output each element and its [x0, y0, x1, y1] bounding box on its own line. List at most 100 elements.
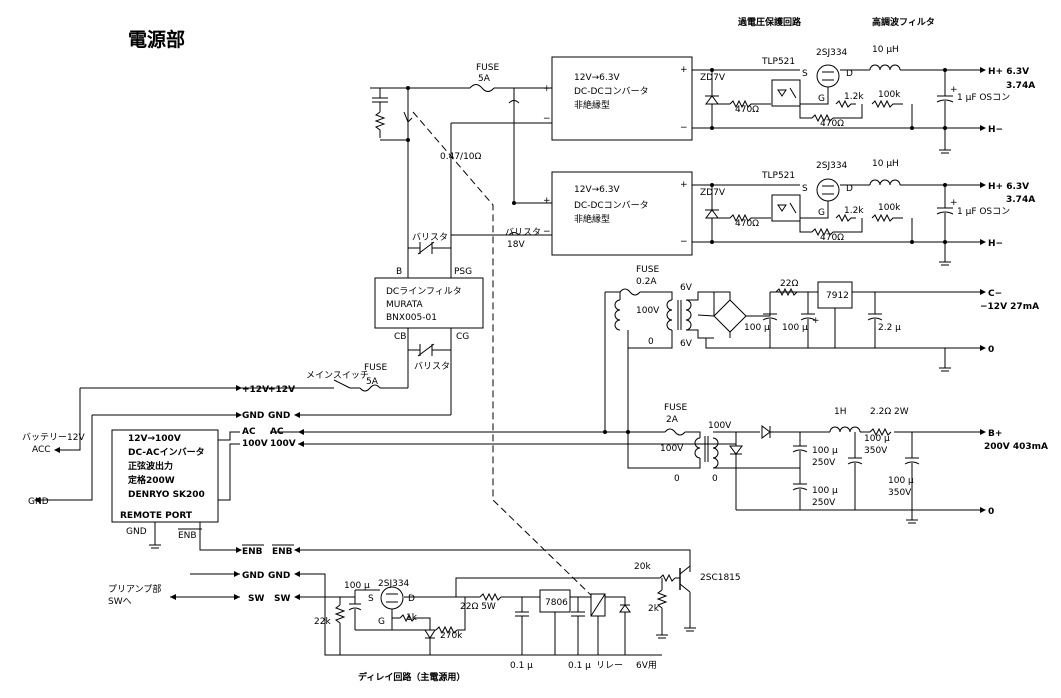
svg-text:B: B [396, 267, 402, 277]
svg-text:6V用: 6V用 [636, 660, 657, 671]
svg-text:100V: 100V [270, 439, 296, 449]
svg-text:ENB: ENB [178, 531, 197, 541]
svg-text:ZD7V: ZD7V [700, 188, 726, 198]
svg-text:2.2 μ: 2.2 μ [878, 323, 901, 333]
svg-text:270k: 270k [440, 631, 463, 641]
svg-text:22Ω 5W: 22Ω 5W [460, 602, 496, 612]
svg-text:GND: GND [126, 527, 147, 537]
svg-text:0: 0 [988, 345, 994, 355]
svg-text:100V: 100V [636, 306, 660, 316]
svg-text:非絶縁型: 非絶縁型 [574, 213, 610, 225]
svg-text:+12V: +12V [242, 385, 269, 395]
svg-text:100 μ: 100 μ [864, 434, 890, 444]
svg-text:ENB: ENB [272, 547, 293, 557]
svg-text:定格200W: 定格200W [127, 474, 175, 486]
varistor-label-18v: 18V [507, 240, 525, 250]
svg-text:100V: 100V [708, 421, 732, 431]
svg-text:20k: 20k [634, 562, 651, 572]
delay-section-label: ディレイ回路（主電源用） [358, 671, 465, 683]
output-stage-top: ZD7V 470Ω TLP521 2SJ334 S D G 1.2k 100k … [692, 45, 1035, 154]
svg-text:FUSE: FUSE [664, 403, 687, 413]
svg-text:H−: H− [988, 239, 1003, 249]
svg-text:1 μF OSコン: 1 μF OSコン [957, 93, 1010, 103]
svg-text:DCラインフィルタ: DCラインフィルタ [386, 286, 462, 297]
svg-text:100V: 100V [242, 439, 268, 449]
svg-text:0: 0 [674, 474, 680, 484]
svg-text:10 μH: 10 μH [872, 45, 899, 55]
svg-text:S: S [802, 184, 808, 194]
svg-text:FUSE: FUSE [636, 265, 659, 275]
svg-text:メインスイッチ: メインスイッチ [306, 370, 369, 381]
hf-filter-section-label: 高調波フィルタ [872, 16, 935, 28]
input-cr-network [372, 86, 413, 142]
svg-text:12V→6.3V: 12V→6.3V [574, 185, 620, 195]
svg-text:H+ 6.3V: H+ 6.3V [988, 67, 1029, 77]
svg-text:1H: 1H [834, 407, 847, 417]
delay-circuit: 22k 100 μ 2SJ334 S D G 1k 270k 22Ω 5W [314, 550, 741, 671]
svg-text:7912: 7912 [826, 291, 849, 301]
svg-text:正弦波出力: 正弦波出力 [128, 460, 173, 472]
svg-text:0.1 μ: 0.1 μ [510, 661, 533, 671]
svg-text:470Ω: 470Ω [735, 219, 759, 229]
svg-text:DC-DCコンバータ: DC-DCコンバータ [574, 200, 649, 211]
svg-text:3.74A: 3.74A [1006, 195, 1035, 205]
svg-text:H−: H− [988, 125, 1003, 135]
svg-text:100 μ: 100 μ [812, 446, 838, 456]
svg-text:100V: 100V [660, 444, 684, 454]
svg-text:12V→6.3V: 12V→6.3V [574, 73, 620, 83]
svg-text:非絶縁型: 非絶縁型 [574, 99, 610, 111]
svg-text:DC-DCコンバータ: DC-DCコンバータ [574, 86, 649, 97]
minus12v-supply: FUSE 0.2A 100V 0 6V 6V 22Ω 100 μ 100 μ [604, 265, 1039, 432]
svg-text:350V: 350V [864, 446, 888, 456]
svg-text:0.1 μ: 0.1 μ [568, 661, 591, 671]
fuse-label-1: FUSE [476, 63, 499, 73]
svg-text:SW: SW [274, 594, 290, 604]
svg-text:C−: C− [988, 289, 1002, 299]
svg-text:470Ω: 470Ω [735, 105, 759, 115]
svg-text:250V: 250V [812, 498, 836, 508]
svg-text:0: 0 [648, 337, 654, 347]
svg-text:+: + [812, 316, 820, 326]
svg-text:+: + [680, 180, 688, 190]
svg-text:350V: 350V [888, 488, 912, 498]
dcdc-converter-top: 12V→6.3V DC-DCコンバータ 非絶縁型 + − + − [543, 56, 693, 141]
output-stage-bottom: ZD7V 470Ω TLP521 2SJ334 S D G 1.2k 100k … [692, 159, 1035, 266]
svg-text:FUSE: FUSE [364, 363, 387, 373]
svg-text:2SJ334: 2SJ334 [378, 579, 410, 589]
svg-text:3.74A: 3.74A [1006, 81, 1035, 91]
svg-text:MURATA: MURATA [386, 300, 423, 310]
svg-text:0: 0 [988, 507, 994, 517]
svg-text:200V 403mA: 200V 403mA [984, 442, 1048, 452]
svg-text:+: + [543, 84, 551, 94]
ground-symbols [656, 634, 668, 639]
resistor-label-047: 0.47/10Ω [440, 152, 482, 162]
svg-text:ACC: ACC [32, 445, 51, 455]
svg-text:GND: GND [242, 411, 264, 421]
svg-text:100 μ: 100 μ [782, 323, 808, 333]
dcac-inverter: 12V→100V DC-ACインバータ 正弦波出力 定格200W DENRYO … [111, 427, 737, 553]
svg-text:470Ω: 470Ω [820, 233, 844, 243]
svg-text:100 μ: 100 μ [344, 581, 370, 591]
svg-text:ZD7V: ZD7V [700, 73, 726, 83]
svg-text:GND: GND [268, 411, 290, 421]
svg-text:−: − [680, 123, 688, 133]
svg-text:BNX005-01: BNX005-01 [386, 313, 437, 323]
svg-text:2SC1815: 2SC1815 [700, 573, 741, 583]
svg-text:12V→100V: 12V→100V [128, 434, 181, 444]
svg-text:1.2k: 1.2k [844, 206, 864, 216]
svg-text:REMOTE PORT: REMOTE PORT [120, 511, 193, 521]
svg-text:B+: B+ [988, 429, 1002, 439]
svg-text:1 μF OSコン: 1 μF OSコン [957, 207, 1010, 217]
fuse-rating-1: 5A [478, 74, 491, 84]
svg-text:DC-ACインバータ: DC-ACインバータ [128, 446, 205, 458]
svg-text:+: + [543, 196, 551, 206]
svg-text:+: + [950, 85, 958, 95]
svg-text:リレー: リレー [596, 661, 623, 671]
svg-text:1.2k: 1.2k [844, 92, 864, 102]
svg-text:G: G [818, 208, 825, 218]
svg-text:100 μ: 100 μ [888, 476, 914, 486]
svg-text:22Ω: 22Ω [780, 279, 798, 289]
svg-text:バリスタ: バリスタ [412, 232, 448, 243]
svg-text:−12V 27mA: −12V 27mA [980, 302, 1039, 312]
